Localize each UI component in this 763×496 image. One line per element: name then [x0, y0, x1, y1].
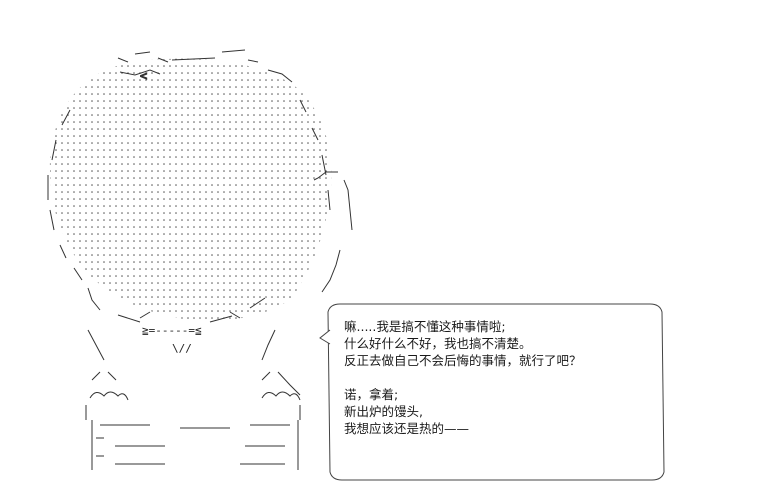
base [91, 420, 299, 470]
body-outline: < [47, 49, 353, 396]
face-mouth-text: \// [172, 342, 192, 355]
bubble-line: 反正去做自己不会后悔的事情，就行了吧？ [344, 353, 582, 368]
bubble-line: 什么好什么不好，我也搞不清楚。 [344, 336, 532, 351]
face: ≧=-----=≦ \// [139, 311, 241, 355]
paws [85, 391, 301, 420]
bubble-line: 新出炉的馒头, [344, 404, 423, 419]
bubble-line: 诺，拿着; [344, 387, 399, 402]
bubble-line: 我想应该还是热的—— [344, 421, 470, 436]
bubble-line: 嘛.....我是搞不懂这种事情啦; [344, 319, 506, 334]
svg-text:<: < [140, 69, 147, 83]
face-eyes-text: ≧=-----=≦ [142, 324, 202, 337]
dotted-body [49, 58, 332, 321]
speech-bubble-text: 嘛.....我是搞不懂这种事情啦; 什么好什么不好，我也搞不清楚。 反正去做自己… [344, 318, 654, 437]
bubble-line [344, 369, 654, 386]
speech-bubble-outline [319, 303, 665, 481]
